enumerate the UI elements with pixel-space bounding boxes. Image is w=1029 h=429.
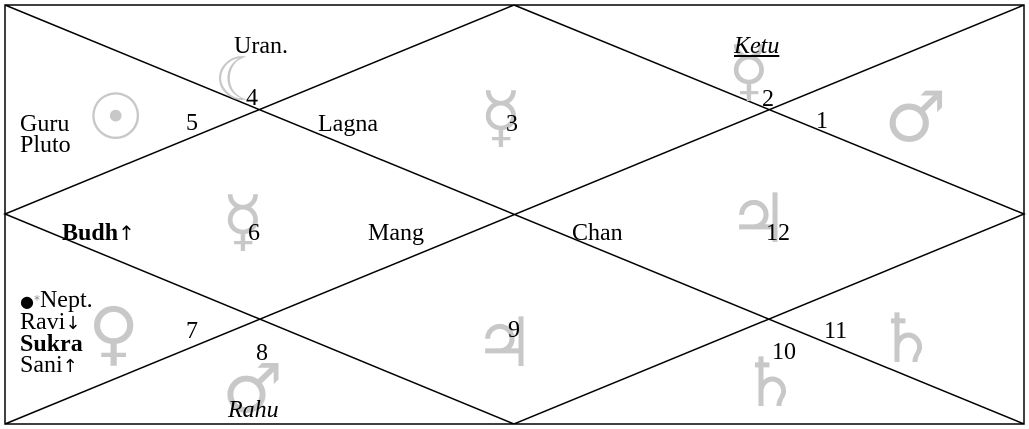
saturn-icon: ♄ <box>876 300 937 379</box>
mercury-icon: ☿ <box>222 182 264 261</box>
planet-label-ketu: Ketu <box>734 33 780 59</box>
house-number: 11 <box>824 318 848 344</box>
house-number: 4 <box>246 85 258 111</box>
mercury-icon: ☿ <box>728 32 770 111</box>
retro-arrow-icon: ↓ <box>65 313 81 334</box>
planet-label-budh-text: Budh <box>62 220 119 246</box>
planet-label-uranus: Uran. <box>234 33 288 59</box>
house-number: 10 <box>772 339 796 365</box>
planet-label-mang: Mang <box>368 220 424 246</box>
jupiter-icon: ♃ <box>728 180 789 259</box>
bomb-icon: ● <box>20 292 34 311</box>
inner-diamond <box>3 4 1026 425</box>
house-number: 12 <box>766 220 790 246</box>
planet-label-sani: Sani <box>20 352 63 378</box>
retro-arrow-icon: ↑ <box>118 221 135 245</box>
house-number: 2 <box>762 86 774 112</box>
house-number: 6 <box>248 220 260 246</box>
spark-icon: * <box>33 293 40 307</box>
planet-label-nept: Nept. <box>39 287 93 313</box>
house-number: 3 <box>506 111 518 137</box>
house-number: 8 <box>256 340 268 366</box>
planet-label-budh: Budh↑ <box>62 221 135 245</box>
planet-label-pluto: Pluto <box>20 132 71 158</box>
venus-icon: ♀ <box>88 292 140 374</box>
planet-label-ravi: Ravi <box>20 309 66 335</box>
house-number: 7 <box>186 318 198 344</box>
jupiter-icon: ♃ <box>474 304 535 383</box>
planet-stack-house7: ●*Nept. Ravi↓ Sukra Sani↑ <box>20 287 93 378</box>
retro-arrow-icon: ↑ <box>62 356 78 377</box>
mercury-icon: ☿ <box>480 78 522 157</box>
planet-row-sani: Sani↑ <box>20 352 93 378</box>
planet-label-lagna: Lagna <box>318 111 378 137</box>
mars-icon: ♂ <box>222 350 283 429</box>
diagonal-up <box>4 4 1025 425</box>
house-number: 1 <box>816 108 828 134</box>
planet-label-chan: Chan <box>572 220 623 246</box>
planet-row-ravi: Ravi↓ <box>20 309 93 335</box>
planet-row-nept: ●*Nept. <box>20 287 93 313</box>
house-number: 5 <box>186 110 198 136</box>
planet-label-guru: Guru <box>20 111 70 137</box>
mars-icon: ♂ <box>884 76 947 158</box>
planet-label-rahu: Rahu <box>228 397 279 423</box>
moon-icon: ☾ <box>214 45 268 115</box>
planet-stack-house5: Guru Pluto <box>20 111 71 158</box>
sun-icon: ☉ <box>87 81 145 155</box>
saturn-icon: ♄ <box>740 344 801 423</box>
planet-label-sukra: Sukra <box>20 331 83 357</box>
house-number: 9 <box>508 317 520 343</box>
